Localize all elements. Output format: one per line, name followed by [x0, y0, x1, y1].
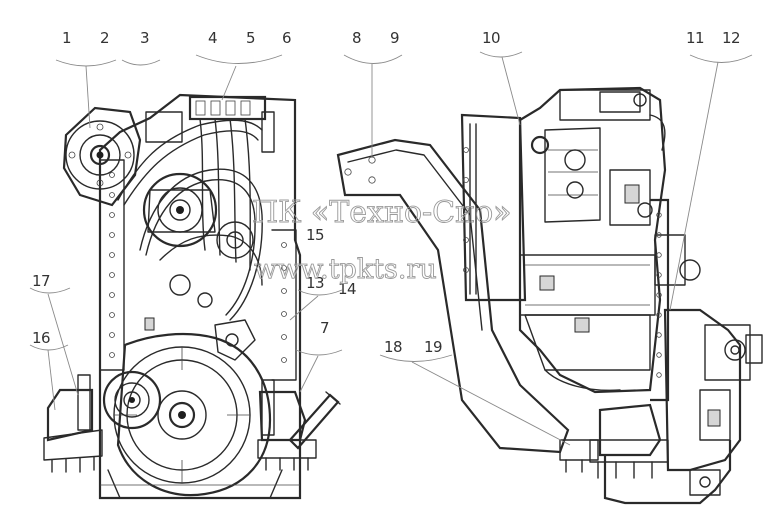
watermark-url: www.tpkts.ru	[254, 254, 437, 285]
callout-2: 2	[100, 29, 109, 47]
callout-14: 14	[338, 280, 356, 298]
callout-numbers: 1 2 3 4 5 6 7 8 9 10 11 12 13 14 15 16 1…	[32, 29, 741, 356]
callout-15: 15	[306, 226, 324, 244]
callout-18: 18	[384, 338, 402, 356]
callout-17: 17	[32, 272, 50, 290]
engine-side-view	[336, 86, 763, 505]
callout-7: 7	[320, 319, 329, 337]
callout-5: 5	[246, 29, 255, 47]
engine-front-view	[43, 93, 341, 500]
callout-leaders	[29, 51, 753, 446]
callout-8: 8	[352, 29, 361, 47]
callout-13: 13	[306, 274, 324, 292]
watermark-company: ПК «Техно-Сио»	[252, 195, 512, 230]
callout-1: 1	[62, 29, 71, 47]
callout-11: 11	[686, 29, 704, 47]
callout-16: 16	[32, 329, 50, 347]
callout-19: 19	[424, 338, 442, 356]
callout-12: 12	[722, 29, 740, 47]
callout-9: 9	[390, 29, 399, 47]
callout-10: 10	[482, 29, 500, 47]
callout-4: 4	[208, 29, 217, 47]
watermark: ПК «Техно-Сио» www.tpkts.ru	[252, 195, 512, 286]
callout-3: 3	[140, 29, 149, 47]
callout-6: 6	[282, 29, 291, 47]
